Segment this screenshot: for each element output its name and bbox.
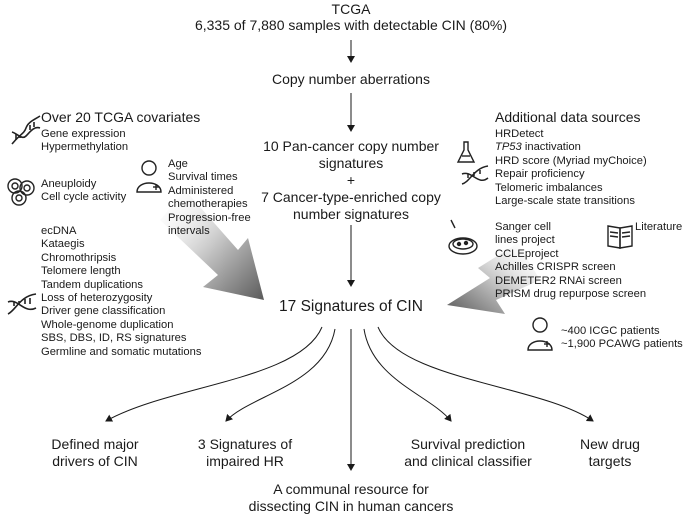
right-item: TP53 inactivation bbox=[495, 141, 647, 154]
patient-icon bbox=[527, 317, 553, 351]
left-item: Cell cycle activity bbox=[41, 191, 127, 204]
right-item: lines project bbox=[495, 234, 555, 247]
left-item: ecDNA bbox=[41, 225, 77, 237]
dna-icon bbox=[461, 165, 489, 185]
right-item: HRDetect bbox=[495, 128, 544, 140]
clinical-item: Survival times bbox=[168, 171, 238, 184]
clinical-item: chemotherapies bbox=[168, 198, 248, 211]
output-line: 3 Signatures of bbox=[197, 436, 293, 452]
left-big-arrow bbox=[160, 190, 264, 300]
left-item: Driver gene classification bbox=[41, 305, 166, 318]
left-item: Tandem duplications bbox=[41, 278, 143, 291]
left-item: Loss of heterozygosity bbox=[41, 292, 153, 305]
left-item: Hypermethylation bbox=[41, 141, 129, 154]
output-drivers: Defined major drivers of CIN bbox=[15, 436, 175, 470]
left-item: Aneuploidy bbox=[41, 178, 97, 190]
left-group-2: Aneuploidy Cell cycle activity bbox=[41, 178, 126, 205]
cells-icon bbox=[7, 178, 35, 206]
header-subtitle: 6,335 of 7,880 samples with detectable C… bbox=[194, 17, 508, 33]
signatures-line: 7 Cancer-type-enriched copy bbox=[261, 189, 441, 205]
left-group-1: Gene expression Hypermethylation bbox=[41, 128, 128, 155]
person-icon bbox=[136, 160, 162, 193]
flask-icon bbox=[456, 141, 476, 163]
output-line: New drug bbox=[580, 436, 640, 452]
right-item: HRD score (Myriad myChoice) bbox=[495, 154, 647, 167]
output-line: Defined major bbox=[51, 436, 139, 452]
signatures-line: number signatures bbox=[293, 206, 409, 222]
right-item: Repair proficiency bbox=[495, 168, 585, 181]
output-drug-targets: New drug targets bbox=[555, 436, 665, 470]
center-signatures-of-cin: 17 Signatures of CIN bbox=[279, 298, 423, 315]
plus-sign: + bbox=[346, 172, 356, 188]
dna-icon bbox=[11, 115, 41, 145]
left-item: Whole-genome duplication bbox=[41, 318, 174, 331]
signatures-block: 10 Pan-cancer copy number signatures + 7… bbox=[226, 138, 476, 223]
arrow-to-hr bbox=[225, 328, 336, 422]
patients-list: ~400 ICGC patients ~1,900 PCAWG patients bbox=[561, 325, 683, 352]
tp53-rest: inactivation bbox=[521, 141, 581, 154]
left-item: Gene expression bbox=[41, 128, 126, 140]
output-line: dissecting CIN in human cancers bbox=[248, 498, 454, 514]
clinical-item: Age bbox=[168, 158, 188, 170]
right-item: Achilles CRISPR screen bbox=[495, 261, 616, 274]
right-item: CCLEproject bbox=[495, 247, 559, 260]
right-big-arrow bbox=[447, 243, 540, 314]
clinical-item: Administered bbox=[168, 184, 234, 197]
right-item: Telomeric imbalances bbox=[495, 181, 603, 194]
output-survival: Survival prediction and clinical classif… bbox=[378, 436, 558, 470]
output-line: impaired HR bbox=[206, 453, 284, 469]
left-item: Telomere length bbox=[41, 265, 121, 278]
right-item: DEMETER2 RNAi screen bbox=[495, 274, 622, 287]
petri-dish-icon bbox=[448, 219, 478, 255]
clinical-item: Progression-free bbox=[168, 211, 251, 224]
header-title: TCGA bbox=[331, 1, 371, 17]
signatures-line: 10 Pan-cancer copy number bbox=[263, 138, 439, 154]
dna-icon bbox=[7, 293, 37, 315]
patients-item: ~1,900 PCAWG patients bbox=[561, 338, 683, 351]
right-group-2: Sanger cell lines project CCLEproject Ac… bbox=[495, 221, 646, 301]
right-group-1: HRDetect TP53 inactivation HRD score (My… bbox=[495, 128, 647, 208]
clinical-list: Age Survival times Administered chemothe… bbox=[168, 158, 251, 238]
tp53-gene: TP53 bbox=[495, 141, 522, 154]
output-line: targets bbox=[588, 453, 632, 469]
output-line: drivers of CIN bbox=[52, 453, 138, 469]
arrow-to-drivers bbox=[105, 326, 323, 422]
left-group-3: ecDNA Kataegis Chromothripsis Telomere l… bbox=[41, 225, 201, 359]
clinical-item: intervals bbox=[168, 225, 210, 238]
literature-label: Literature bbox=[635, 221, 683, 233]
patients-item: ~400 ICGC patients bbox=[561, 325, 660, 337]
output-line: A communal resource for bbox=[273, 481, 429, 497]
arrow-to-drug-targets bbox=[377, 326, 594, 422]
copy-number-aberrations: Copy number aberrations bbox=[272, 71, 430, 87]
left-item: Kataegis bbox=[41, 238, 85, 251]
left-item: Germline and somatic mutations bbox=[41, 345, 202, 358]
signatures-line: signatures bbox=[318, 155, 384, 171]
left-item: Chromothripsis bbox=[41, 251, 117, 264]
right-item: Sanger cell bbox=[495, 221, 551, 233]
arrow-to-survival bbox=[363, 328, 452, 422]
left-panel-title: Over 20 TCGA covariates bbox=[41, 109, 201, 125]
right-item: Large-scale state transitions bbox=[495, 195, 635, 208]
left-item: SBS, DBS, ID, RS signatures bbox=[41, 332, 187, 345]
output-line: and clinical classifier bbox=[404, 453, 532, 469]
output-hr: 3 Signatures of impaired HR bbox=[175, 436, 315, 470]
right-item: PRISM drug repurpose screen bbox=[495, 288, 647, 301]
output-resource: A communal resource for dissecting CIN i… bbox=[226, 481, 476, 515]
book-icon bbox=[607, 225, 633, 249]
right-panel-title: Additional data sources bbox=[495, 109, 641, 125]
output-line: Survival prediction bbox=[410, 436, 526, 452]
